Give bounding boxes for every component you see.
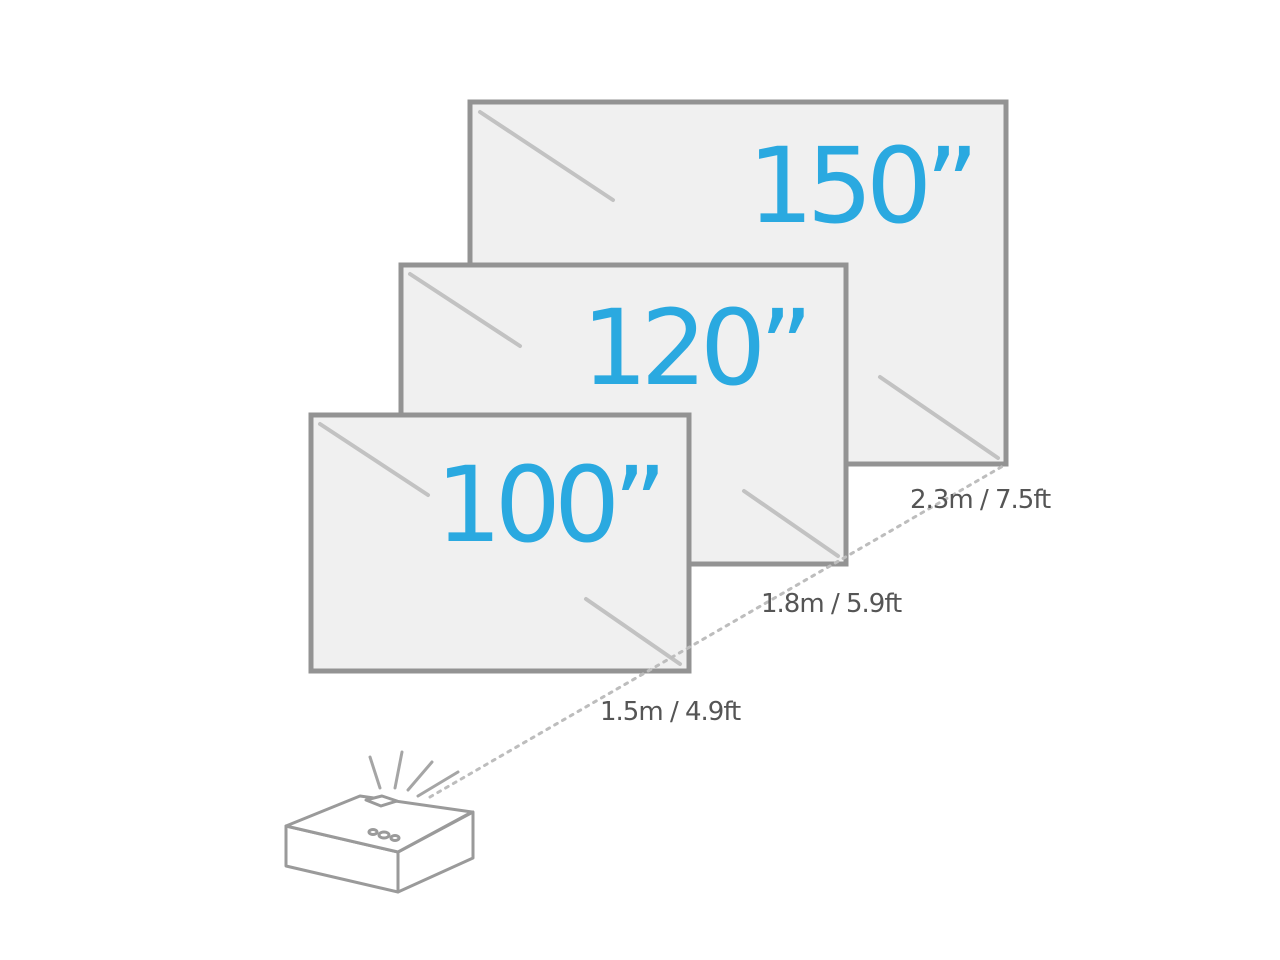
light-ray: [406, 760, 434, 792]
distance-label-150: 2.3m / 7.5ft: [910, 485, 1051, 515]
screen-150-glare-bottom: [878, 375, 1000, 460]
screen-100-glare-top: [318, 422, 430, 497]
screen-100: 100”: [308, 412, 692, 674]
projector-lens: [364, 794, 399, 808]
screen-100-glare-bottom: [584, 597, 682, 666]
screen-100-size-label: 100”: [436, 444, 660, 566]
light-ray: [393, 750, 404, 790]
projection-beam: [428, 464, 1005, 799]
distance-label-100: 1.5m / 4.9ft: [600, 697, 741, 727]
light-ray: [368, 755, 382, 790]
projector-top: [284, 794, 474, 854]
projector-button: [377, 830, 391, 840]
screen-150-size-label: 150”: [748, 125, 972, 247]
screen-120-glare-bottom: [742, 489, 840, 558]
projector-icon: [284, 750, 475, 894]
projector-button: [389, 834, 401, 842]
projector-button: [367, 828, 379, 836]
screen-150-glare-top: [478, 110, 615, 202]
screen-120-glare-top: [408, 272, 522, 348]
screen-120-size-label: 120”: [582, 287, 806, 409]
light-ray: [416, 770, 460, 798]
distance-label-120: 1.8m / 5.9ft: [761, 589, 902, 619]
